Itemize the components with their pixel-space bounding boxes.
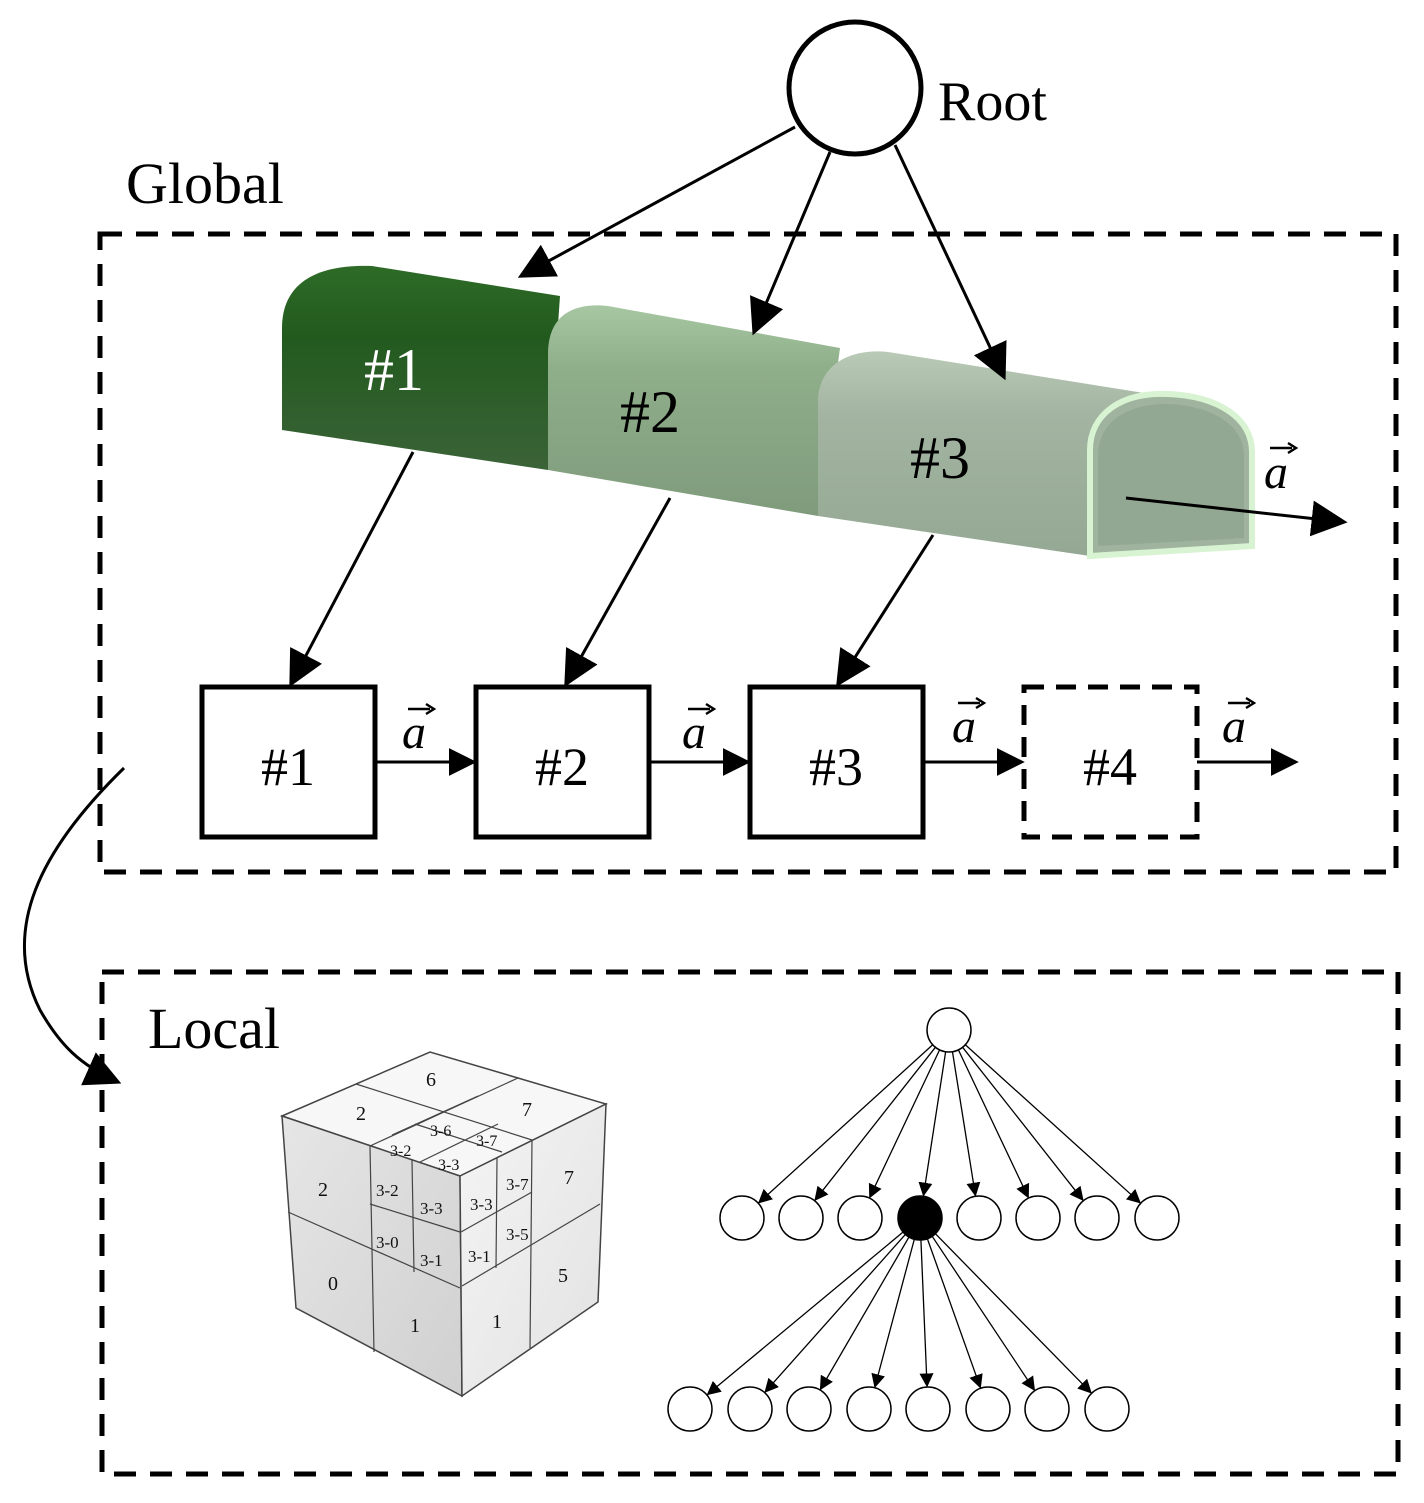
cube-right-5: 5 — [558, 1265, 568, 1287]
arrow-seg2-to-box2 — [564, 497, 672, 688]
global-to-local-arrow — [22, 766, 126, 1086]
svg-text:a: a — [1264, 446, 1288, 499]
root-label: Root — [938, 71, 1047, 133]
tree-level2-node — [905, 1386, 951, 1432]
tunnel-direction-arrow — [1125, 496, 1348, 537]
tree-level2-node — [1024, 1386, 1070, 1432]
tree-edge-child-3 — [871, 1239, 915, 1389]
svg-text:a: a — [402, 706, 426, 759]
tree-root-node — [926, 1007, 972, 1053]
svg-text:a: a — [682, 706, 706, 759]
tree-level1-node-filled — [897, 1195, 943, 1241]
arrow-root-to-seg1 — [517, 125, 796, 278]
tree-edge-root-5 — [957, 1049, 1030, 1199]
cube-top-2: 2 — [356, 1103, 366, 1125]
tree-edge-child-6 — [931, 1235, 1036, 1392]
cube-right-3-7: 3-7 — [506, 1175, 529, 1194]
tunnel-opening-inner — [1098, 404, 1244, 546]
cube-right-3-1: 3-1 — [468, 1247, 491, 1266]
chain-box-3 — [747, 684, 926, 840]
root-node — [786, 19, 924, 157]
tree-edge-root-1 — [814, 1046, 936, 1202]
arrow-seg3-to-box3 — [836, 534, 935, 688]
chain-box-1 — [199, 684, 378, 840]
tree-edge-child-7 — [934, 1233, 1092, 1394]
global-label: Global — [126, 151, 284, 216]
tree-edge-child-0 — [706, 1231, 904, 1396]
tunnel-segment-1-body — [282, 265, 560, 470]
cube-right-3-5: 3-5 — [506, 1225, 529, 1244]
tree-edge-root-7 — [964, 1044, 1141, 1204]
tunnel-segment-2-body — [548, 305, 840, 516]
local-label: Local — [148, 996, 280, 1061]
cube-right-1: 1 — [492, 1311, 502, 1333]
chain-box-4-label: #4 — [1083, 737, 1137, 797]
vector-a-3: a — [952, 696, 987, 753]
tree-edge-child-2 — [819, 1236, 910, 1391]
tree-edge-root-4 — [951, 1051, 981, 1197]
chain-box-4 — [1021, 684, 1200, 840]
arrow-root-to-seg2 — [750, 151, 832, 336]
tunnel-segment-1-label: #1 — [364, 337, 424, 403]
svg-text:a: a — [1222, 700, 1246, 753]
global-frame — [97, 231, 1399, 875]
octree-cube-labels: 6 2 7 3-6 3-7 3-2 3-3 2 0 1 3-2 3-3 3-0 … — [318, 1069, 574, 1337]
tree-level2-node — [846, 1386, 892, 1432]
vector-a-tunnel: a — [1264, 441, 1299, 499]
tree-edge-root-3 — [918, 1051, 947, 1197]
tree-level2-node — [667, 1386, 713, 1432]
cube-top-3-2: 3-2 — [390, 1143, 411, 1160]
tree-level1-node — [1074, 1195, 1120, 1241]
tree-level2-node — [786, 1386, 832, 1432]
arrow-seg1-to-box1 — [289, 451, 415, 688]
tree-level2-node — [1084, 1386, 1130, 1432]
cube-top-3-6: 3-6 — [430, 1123, 451, 1140]
local-tree — [667, 1007, 1180, 1432]
cube-top-6: 6 — [426, 1069, 436, 1091]
tree-edge-child-4 — [919, 1239, 934, 1388]
tree-edge-root-0 — [757, 1044, 934, 1204]
tunnel-segment-3-label: #3 — [910, 425, 970, 491]
cube-top-3-3: 3-3 — [438, 1157, 459, 1174]
local-frame — [99, 969, 1401, 1477]
tree-level1-node — [719, 1195, 765, 1241]
cube-top-7: 7 — [522, 1099, 532, 1121]
tree-level2-node — [727, 1386, 773, 1432]
svg-text:a: a — [952, 700, 976, 753]
vector-a-1: a — [402, 702, 437, 759]
tunnel-segment-2-label: #2 — [620, 379, 680, 445]
cube-right-3-3: 3-3 — [470, 1195, 493, 1214]
arrow-root-to-seg3 — [893, 144, 1007, 381]
tree-level1-node — [1015, 1195, 1061, 1241]
tree-level2-node — [965, 1386, 1011, 1432]
chain-box-2-label: #2 — [535, 737, 589, 797]
cube-right-7: 7 — [564, 1167, 574, 1189]
cube-front-2: 2 — [318, 1179, 328, 1201]
tunnel-segment-3-body — [818, 351, 1150, 556]
tree-level1-node — [778, 1195, 824, 1241]
tree-edge-root-6 — [962, 1046, 1084, 1202]
vector-a-4: a — [1222, 696, 1257, 753]
cube-front-3-0: 3-0 — [376, 1233, 399, 1252]
cube-front-0: 0 — [328, 1273, 338, 1295]
chain-box-1-label: #1 — [261, 737, 315, 797]
cube-front-3-3: 3-3 — [420, 1199, 443, 1218]
cube-front-3-1: 3-1 — [420, 1251, 443, 1270]
cube-top-3-7: 3-7 — [476, 1133, 497, 1150]
tree-edge-child-5 — [926, 1238, 983, 1389]
tunnel — [282, 265, 1255, 560]
vector-a-2: a — [682, 702, 717, 759]
tree-level1-node — [1134, 1195, 1180, 1241]
tree-level1-node — [956, 1195, 1002, 1241]
tree-level1-node — [837, 1195, 883, 1241]
tree-edge-root-2 — [868, 1049, 941, 1199]
octree-cube — [279, 1051, 609, 1398]
cube-front-3-2: 3-2 — [376, 1181, 399, 1200]
tree-edge-child-1 — [764, 1234, 906, 1393]
chain-box-3-label: #3 — [809, 737, 863, 797]
cube-front-1: 1 — [410, 1315, 420, 1337]
